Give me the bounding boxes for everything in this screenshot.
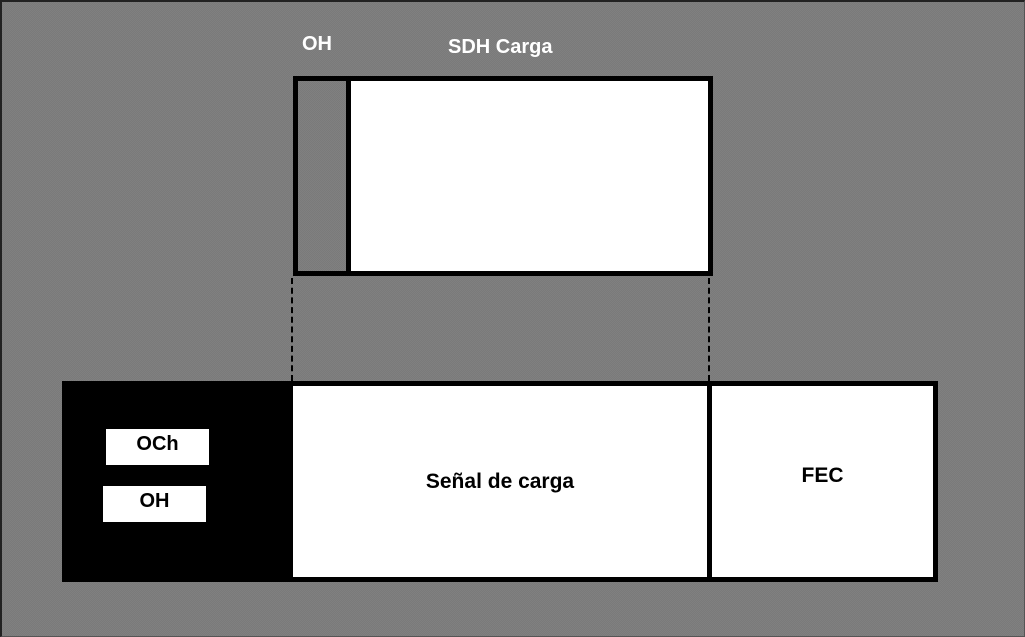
payload-fec-divider [707,386,712,577]
payload-section: Señal de carga [293,386,707,577]
oh-label: OH [139,490,170,512]
och-label-box: OCh [106,429,209,465]
oh-label-box: OH [103,486,206,522]
sdh-overhead-column [298,81,351,271]
och-label: OCh [136,433,179,455]
payload-label: Señal de carga [425,469,575,493]
och-overhead-block: OCh OH [67,386,293,577]
fec-section: FEC [712,386,933,577]
sdh-payload-label: SDH Carga [448,36,553,58]
och-frame-box: OCh OH Señal de carga FEC [62,381,938,582]
sdh-oh-label: OH [302,33,332,55]
mapping-line-left [291,278,293,381]
mapping-line-right [708,278,710,381]
sdh-frame-box [293,76,713,276]
fec-label: FEC [801,464,844,487]
